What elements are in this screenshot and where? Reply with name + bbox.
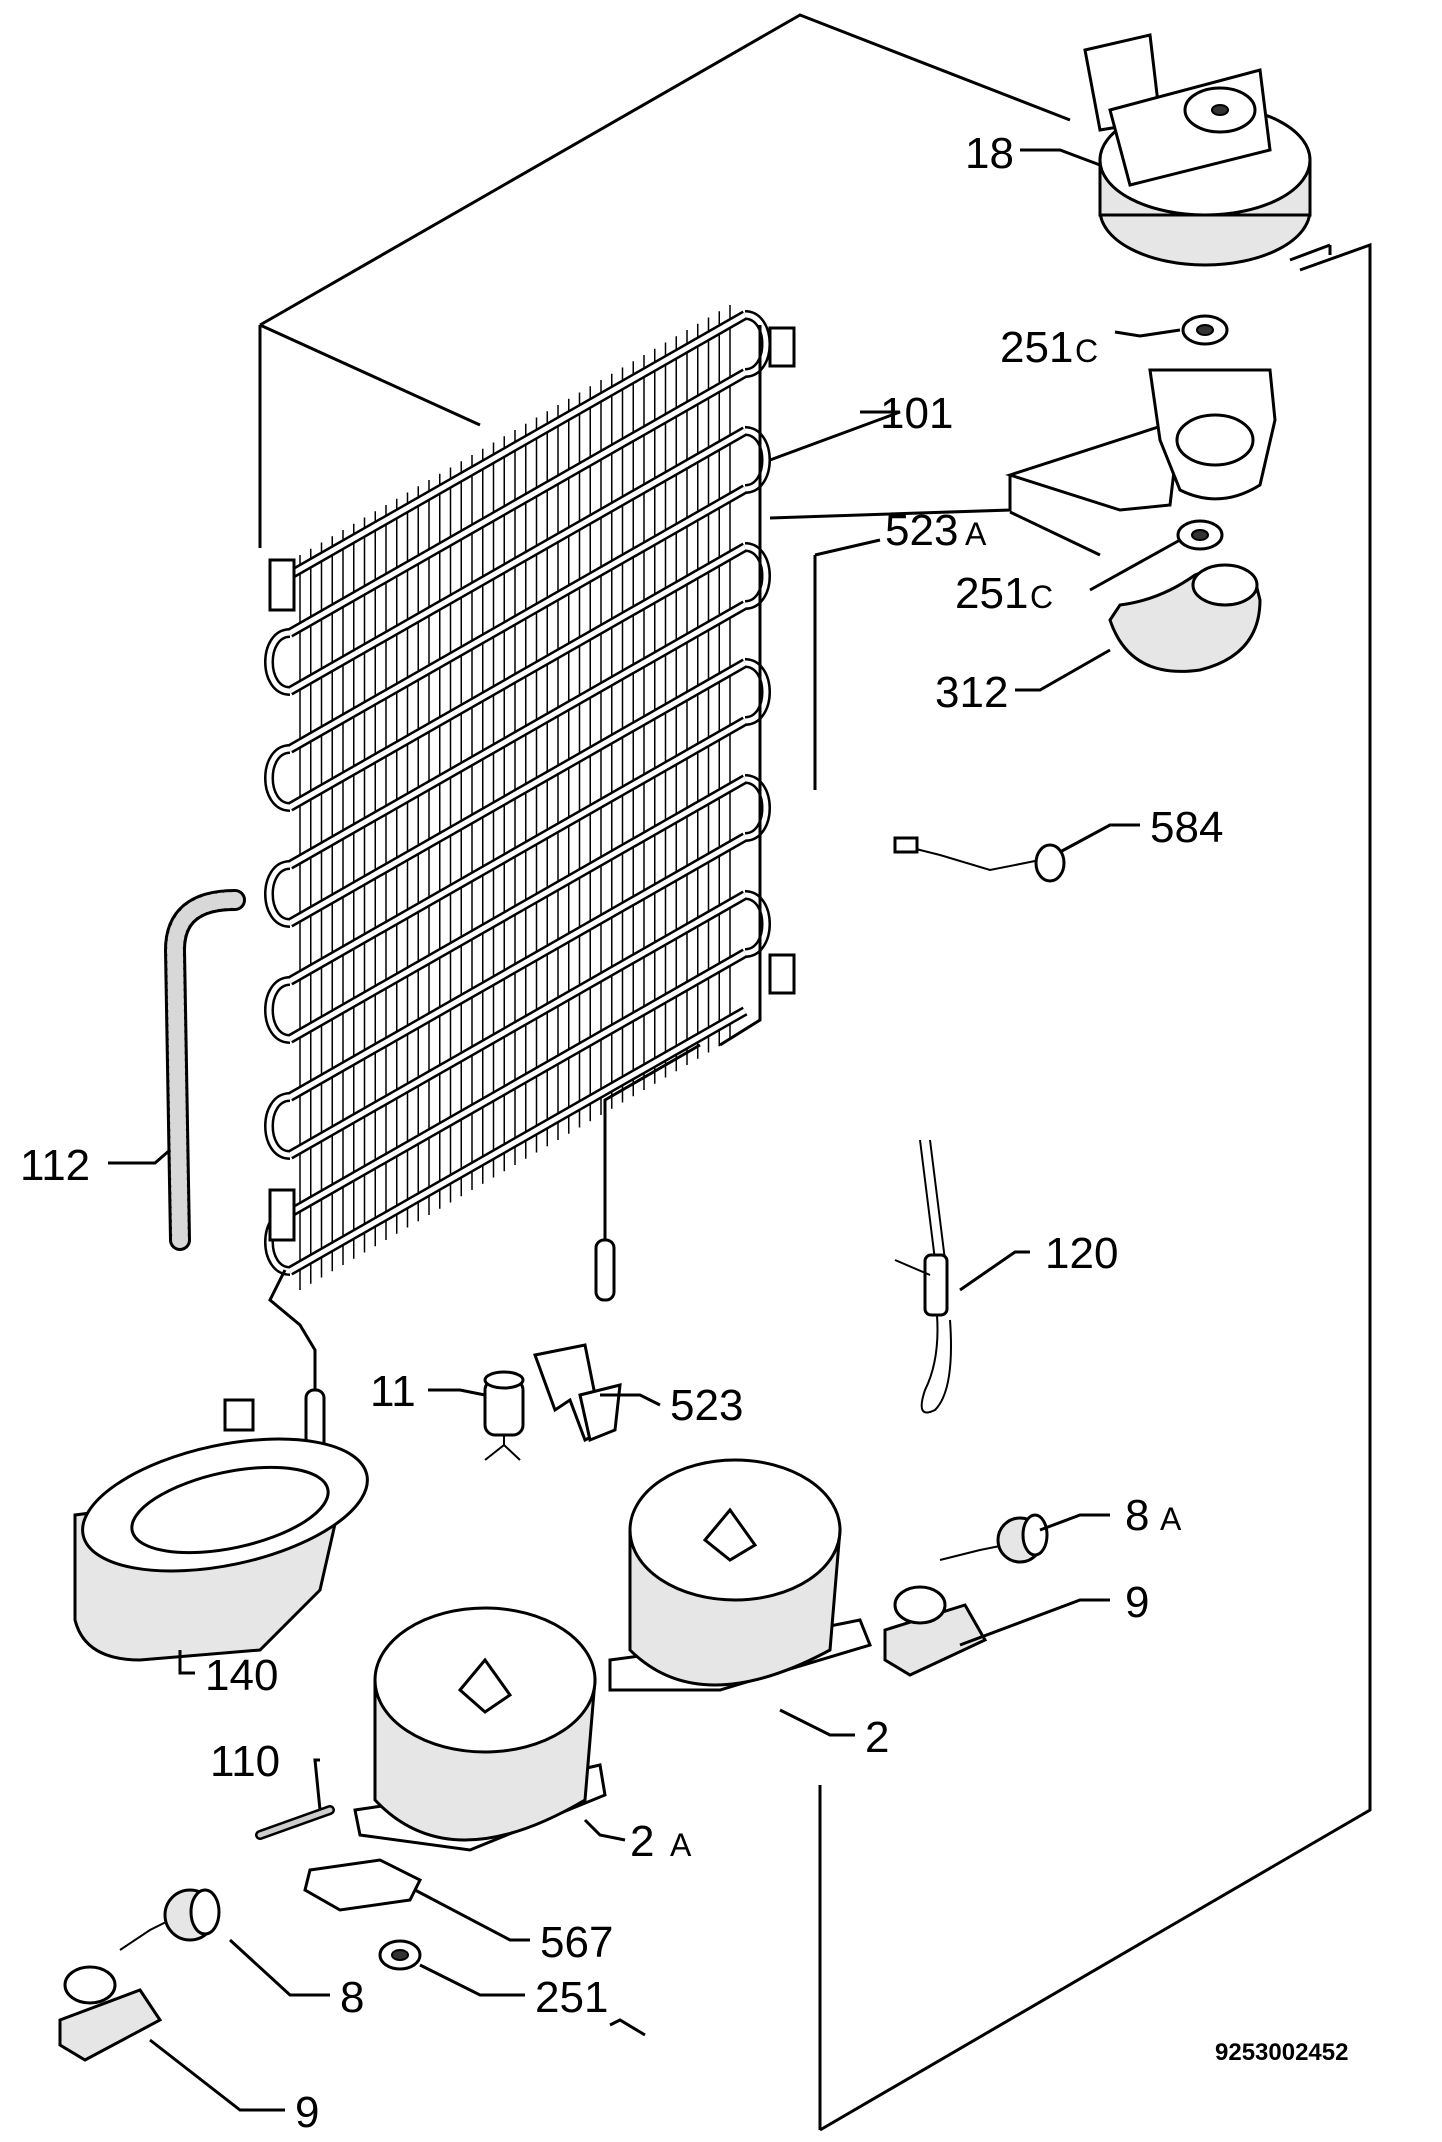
compressor-2a (353, 1606, 607, 1852)
callout-8a: 8 (1125, 1491, 1149, 1540)
condenser-coil (264, 300, 796, 1472)
compressor-2 (608, 1458, 873, 1692)
clamp-9-left (58, 1965, 163, 2062)
callout-251c-top-suffix: C (1075, 333, 1098, 369)
cabinet-outline (258, 13, 1372, 2132)
callout-2: 2 (865, 1713, 889, 1762)
tube-110 (255, 1805, 335, 1840)
fan-cover-312 (1108, 563, 1262, 673)
callout-120: 120 (1045, 1229, 1118, 1278)
relay-8a (939, 1513, 1049, 1564)
callout-8a-suffix: A (1160, 1501, 1182, 1537)
bracket-523 (532, 1343, 622, 1443)
nut-251c-mid (1176, 519, 1224, 551)
callout-2a: 2 (630, 1817, 654, 1866)
nut-251c-top (1181, 314, 1229, 346)
callout-523: 523 (670, 1381, 743, 1430)
heater-element-120 (894, 1139, 952, 1414)
callout-251c-mid-suffix: C (1030, 579, 1053, 615)
sensor-584 (893, 836, 1066, 883)
callout-140: 140 (205, 1651, 278, 1700)
dryer-filter-11 (483, 1370, 525, 1461)
drain-hose-112 (163, 889, 246, 1251)
callout-18: 18 (965, 129, 1014, 178)
nut-251 (378, 1939, 422, 1971)
callout-11: 11 (370, 1367, 416, 1416)
callout-101: 101 (880, 389, 953, 438)
clamp-9-right (883, 1585, 988, 1677)
document-number: 9253002452 (1215, 2039, 1348, 2066)
callout-312: 312 (935, 668, 1008, 717)
relay-8 (119, 1888, 221, 1951)
callout-584: 584 (1150, 803, 1223, 852)
callout-523a-suffix: A (965, 516, 987, 552)
fan-bracket-523a (1005, 368, 1277, 512)
leader-lines (108, 148, 1181, 2112)
callout-251: 251 (535, 1973, 608, 2022)
callout-8: 8 (340, 1973, 364, 2022)
callout-112: 112 (20, 1141, 90, 1190)
callout-110: 110 (210, 1737, 280, 1786)
callout-2a-suffix: A (670, 1827, 692, 1863)
mounting-plate-567 (303, 1858, 423, 1912)
callout-labels: 18 251 C 101 523 A 251 C 312 584 112 120… (20, 129, 1223, 2137)
callout-9-right: 9 (1125, 1578, 1149, 1627)
callout-523a: 523 (885, 506, 958, 555)
callout-251c-mid: 251 (955, 569, 1028, 618)
callout-9-left: 9 (295, 2088, 319, 2137)
callout-567: 567 (540, 1918, 613, 1967)
drip-tray-140 (73, 1398, 369, 1662)
callout-251c-top: 251 (1000, 323, 1073, 372)
fan-motor-18 (1083, 33, 1312, 267)
